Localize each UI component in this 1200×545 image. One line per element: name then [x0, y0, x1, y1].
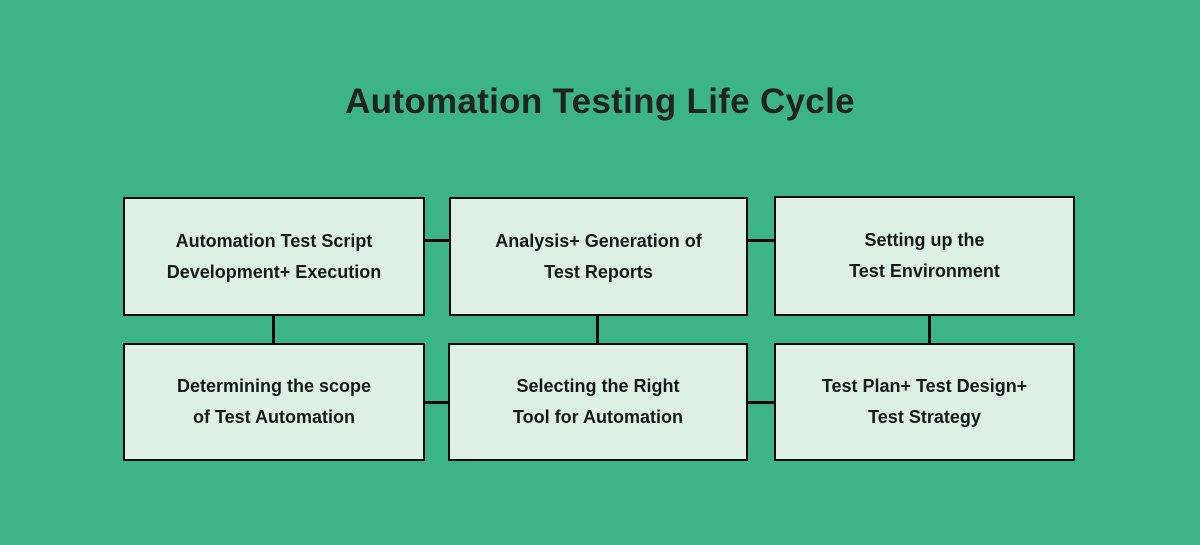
connector-bottom-middle-to-right: [746, 401, 777, 404]
node-text-line: Tool for Automation: [513, 407, 683, 427]
diagram-title: Automation Testing Life Cycle: [345, 82, 855, 121]
node-text-line: Analysis+ Generation of: [495, 230, 702, 251]
node-text-line: Test Plan+ Test Design+: [821, 376, 1028, 396]
connector-top-left-to-middle: [423, 239, 452, 242]
node-text-line: Setting up the: [864, 230, 985, 250]
node-text-line: Determining the scope: [176, 376, 372, 396]
node-text-line: Test Strategy: [868, 407, 981, 427]
connector-top-middle-to-right: [746, 239, 777, 242]
node-text-line: Test Environment: [849, 261, 1000, 281]
node-text-line: Test Reports: [544, 261, 653, 282]
node-determining-the-scope-of-test-automation: Determining the scope of Test Automation: [123, 343, 425, 461]
connector-bottom-left-to-middle: [423, 401, 452, 404]
node-test-plan-test-design-test-strategy: Test Plan+ Test Design+ Test Strategy: [774, 343, 1075, 461]
node-text-line: Automation Test Script: [175, 230, 373, 251]
node-analysis-generation-of-test-reports: Analysis+ Generation of Test Reports: [449, 197, 748, 316]
connector-col1-vertical: [272, 314, 275, 345]
connector-col2-vertical: [596, 314, 599, 345]
node-text-line: of Test Automation: [193, 407, 355, 427]
node-setting-up-the-test-environment: Setting up the Test Environment: [774, 196, 1075, 316]
node-text-line: Selecting the Right: [516, 376, 680, 396]
node-selecting-the-right-tool-for-automation: Selecting the Right Tool for Automation: [448, 343, 748, 461]
node-text-line: Development+ Execution: [166, 261, 382, 282]
connector-col3-vertical: [928, 314, 931, 345]
node-automation-test-script-development-execution: Automation Test Script Development+ Exec…: [123, 197, 425, 316]
